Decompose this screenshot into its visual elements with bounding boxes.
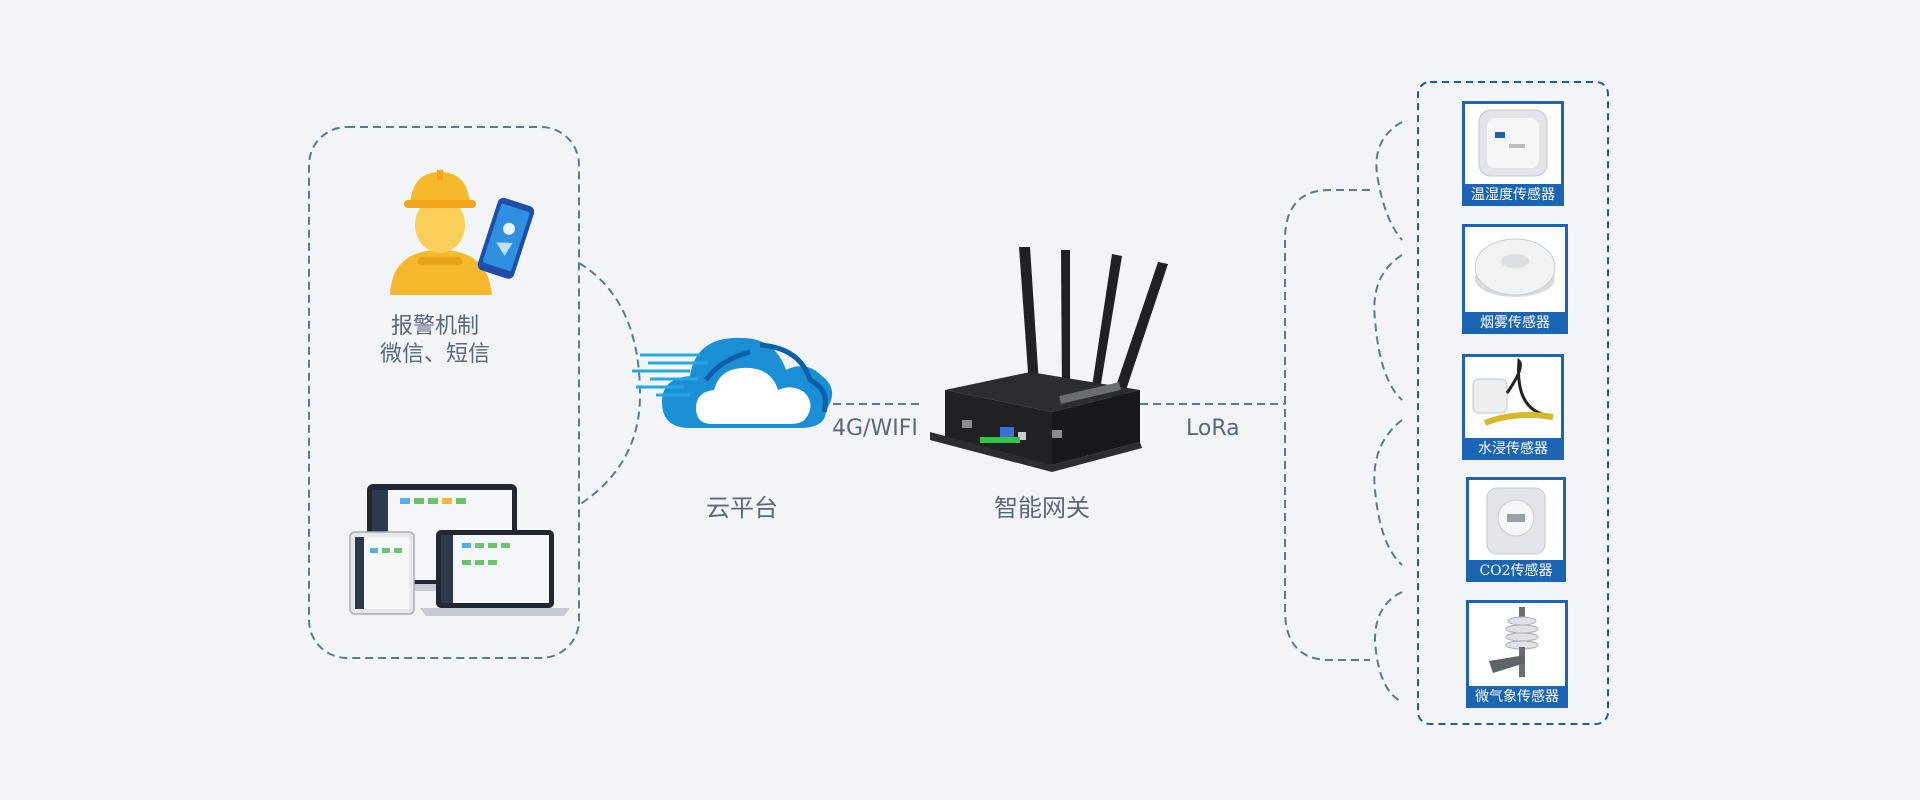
sensor-card-smoke[interactable]: 烟雾传感器 (1462, 224, 1568, 334)
sensor-card-water-leak[interactable]: 水浸传感器 (1462, 354, 1564, 460)
smartphone-icon (477, 197, 535, 279)
sensor-label: 水浸传感器 (1462, 438, 1564, 460)
sensor-label: 微气象传感器 (1466, 686, 1568, 708)
temperature-humidity-sensor-icon (1478, 109, 1548, 177)
sensor-label: 烟雾传感器 (1462, 312, 1568, 334)
sensor-card-co2[interactable]: CO2传感器 (1466, 477, 1566, 582)
co2-sensor-icon (1486, 487, 1546, 555)
user-to-cloud-connector (578, 262, 642, 506)
sensor-connector-2 (1373, 254, 1403, 401)
sensor-connector-4 (1373, 591, 1403, 703)
sensors-group (1417, 81, 1609, 725)
gateway-device-icon (930, 247, 1168, 472)
water-leak-sensor-icon (1472, 357, 1554, 426)
sensor-card-micro-weather[interactable]: 微气象传感器 (1466, 600, 1568, 708)
devices-icon (349, 484, 570, 616)
wifi-link-label: 4G/WIFI (832, 416, 918, 441)
smoke-sensor-icon (1474, 238, 1556, 297)
micro-weather-sensor-icon (1489, 607, 1539, 677)
cloud-platform-label: 云平台 (706, 494, 778, 522)
lora-link-label: LoRa (1186, 416, 1240, 441)
sensor-label: CO2传感器 (1466, 560, 1566, 582)
alarm-mechanism-label: 报警机制 微信、短信 (345, 313, 525, 369)
alarm-channels: 微信、短信 (379, 342, 490, 367)
gateway-label: 智能网关 (994, 494, 1090, 522)
cloud-icon (632, 337, 833, 428)
alarm-title: 报警机制 (390, 314, 479, 339)
sensor-card-temperature-humidity[interactable]: 温湿度传感器 (1462, 101, 1564, 206)
sensor-label: 温湿度传感器 (1462, 184, 1564, 206)
worker-icon (390, 170, 492, 295)
sensor-bracket (1284, 189, 1370, 661)
sensor-connector-3 (1373, 419, 1403, 566)
sensor-image-frame (1466, 477, 1566, 582)
sensor-connector-1 (1375, 121, 1403, 241)
user-terminal-group (308, 126, 580, 659)
